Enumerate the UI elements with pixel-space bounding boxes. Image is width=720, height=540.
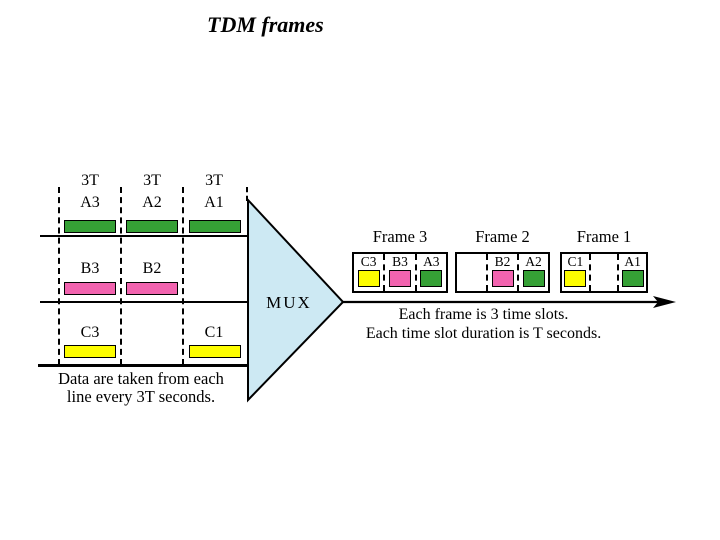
slot-label: C1 <box>567 254 584 269</box>
slot-block <box>621 270 644 287</box>
data-unit-block <box>64 220 116 233</box>
slot-divider-dashed <box>182 187 184 365</box>
data-unit-label: B3 <box>80 260 100 277</box>
frame-slot <box>588 254 618 291</box>
data-unit-label: C1 <box>204 324 224 341</box>
data-unit-block <box>189 220 241 233</box>
data-unit-label: A3 <box>80 194 100 211</box>
frame-slot: A3 <box>414 254 446 291</box>
frame-slot: A2 <box>517 254 548 291</box>
slot-block <box>491 270 514 287</box>
output-caption-line1: Each frame is 3 time slots. <box>398 306 569 323</box>
slot-label: C3 <box>360 254 377 269</box>
mux-triangle-icon <box>247 197 345 403</box>
frame-3-box: C3 B3 A3 <box>352 252 448 293</box>
slot-divider-dashed <box>246 187 248 201</box>
input-caption-line1: Data are taken from each <box>58 369 224 388</box>
input-line-c <box>38 364 248 367</box>
frame-slot <box>457 254 486 291</box>
input-caption: Data are taken from each line every 3T s… <box>34 370 248 405</box>
data-unit-block <box>64 282 116 295</box>
slot-block <box>564 270 587 287</box>
input-caption-line2: line every 3T seconds. <box>66 386 216 406</box>
frame-slot: B2 <box>486 254 517 291</box>
data-unit-label: B2 <box>142 260 162 277</box>
data-unit-label: A2 <box>142 194 162 211</box>
data-unit-label: C3 <box>80 324 100 341</box>
frame-1-box: C1 A1 <box>560 252 648 293</box>
slot-label: A3 <box>423 254 440 269</box>
slot-block <box>357 270 380 287</box>
time-slot-duration-label: 3T <box>143 172 161 189</box>
slot-label: A2 <box>525 254 542 269</box>
slot-divider-dashed <box>120 187 122 365</box>
frame-slot: A1 <box>617 254 646 291</box>
input-line-b <box>40 301 248 303</box>
time-slot-duration-label: 3T <box>81 172 99 189</box>
frame-slot: C3 <box>354 254 383 291</box>
output-caption: Each frame is 3 time slots. Each time sl… <box>336 305 631 343</box>
arrowhead-icon <box>653 296 676 308</box>
data-unit-block <box>64 345 116 358</box>
frame-slot: B3 <box>383 254 414 291</box>
slot-label: A1 <box>624 254 641 269</box>
frame-slot: C1 <box>562 254 589 291</box>
data-unit-block <box>126 220 178 233</box>
frame-2-title: Frame 2 <box>475 227 530 246</box>
slot-block <box>522 270 545 287</box>
output-caption-line2: Each time slot duration is T seconds. <box>365 325 602 342</box>
data-unit-label: A1 <box>204 194 224 211</box>
frame-1-title: Frame 1 <box>576 227 632 246</box>
slot-block <box>388 270 411 287</box>
page-title: TDM frames <box>207 12 324 37</box>
input-line-a <box>40 235 248 237</box>
data-unit-block <box>189 345 241 358</box>
slot-label: B2 <box>494 254 511 269</box>
slot-divider-dashed <box>58 187 60 365</box>
time-slot-duration-label: 3T <box>205 172 223 189</box>
slot-block <box>420 270 443 287</box>
frame-2-box: B2 A2 <box>455 252 550 293</box>
mux-label: MUX <box>266 293 312 312</box>
frame-3-title: Frame 3 <box>372 227 428 246</box>
slot-label: B3 <box>392 254 408 269</box>
data-unit-block <box>126 282 178 295</box>
